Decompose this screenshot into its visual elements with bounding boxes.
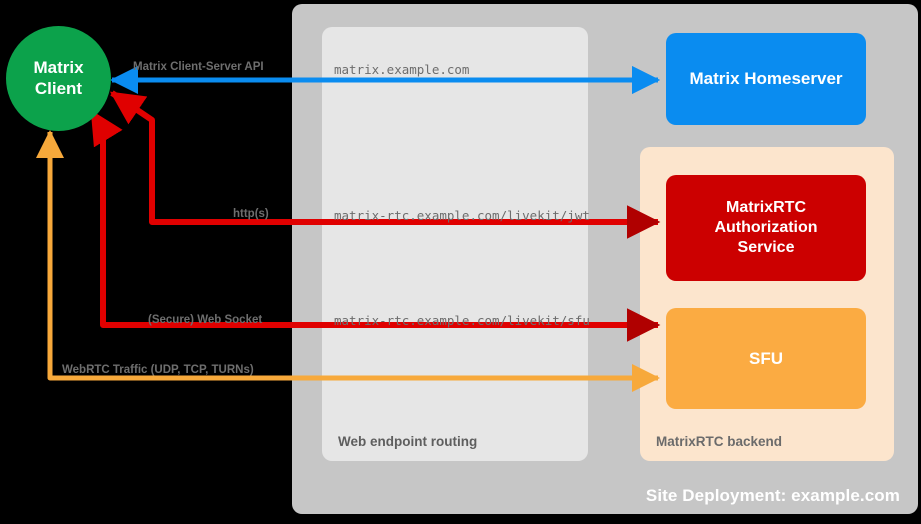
auth-service-label-line1: MatrixRTC xyxy=(725,199,806,216)
endpoint-matrix-url: matrix.example.com xyxy=(334,62,470,77)
protocol-label-webrtc: WebRTC Traffic (UDP, TCP, TURNs) xyxy=(62,364,254,376)
web-endpoint-routing-label: Web endpoint routing xyxy=(338,434,478,449)
sfu-label: SFU xyxy=(749,348,783,368)
site-deployment-label: Site Deployment: example.com xyxy=(645,486,900,505)
connection-https-jwt xyxy=(110,90,661,239)
web-endpoint-routing-panel: Web endpoint routing xyxy=(322,27,588,461)
matrix-homeserver-label: Matrix Homeserver xyxy=(689,69,843,88)
node-matrix-homeserver[interactable]: Matrix Homeserver xyxy=(666,33,866,125)
endpoint-sfu-url: matrix-rtc.example.com/livekit/sfu xyxy=(334,313,590,328)
matrixrtc-backend-label: MatrixRTC backend xyxy=(656,434,783,449)
auth-service-label-line3: Service xyxy=(737,239,795,256)
auth-service-label-line2: Authorization xyxy=(714,219,818,236)
protocol-label-https: http(s) xyxy=(233,208,269,220)
endpoint-jwt-url: matrix-rtc.example.com/livekit/jwt xyxy=(334,208,590,223)
connection-websocket-sfu xyxy=(89,109,661,342)
protocol-label-client-server-api: Matrix Client-Server API xyxy=(133,61,264,73)
node-matrix-client[interactable]: Matrix Client xyxy=(6,26,111,131)
node-matrixrtc-authorization-service[interactable]: MatrixRTC Authorization Service xyxy=(666,175,866,281)
matrix-client-label-line1: Matrix xyxy=(33,58,84,78)
matrix-client-label-line2: Client xyxy=(34,78,83,98)
node-sfu[interactable]: SFU xyxy=(666,308,866,409)
connection-webrtc xyxy=(36,129,661,392)
protocol-label-websocket: (Secure) Web Socket xyxy=(148,314,263,326)
